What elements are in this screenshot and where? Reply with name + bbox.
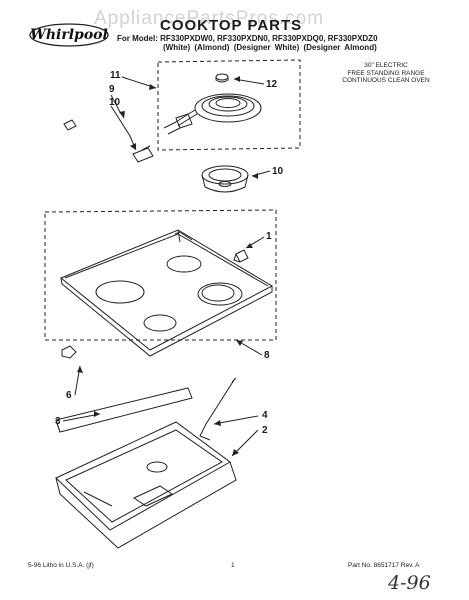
variant-designer-white: (Designer White) — [233, 43, 300, 52]
receptacle-clip — [63, 119, 77, 131]
surface-element — [175, 93, 262, 127]
drip-bowl — [201, 165, 249, 193]
model-list: For Model: RF330PXDW0, RF330PXDN0, RF330… — [117, 34, 378, 43]
watermark-text: AppliancePartsPros.com — [94, 8, 325, 29]
callout-7: 8 — [264, 350, 270, 361]
callout-4: 4 — [262, 410, 268, 421]
brand-logo: Whirlpool — [28, 20, 110, 48]
callout-3: 3 — [55, 416, 61, 427]
callout-6: 6 — [66, 390, 72, 401]
variant-almond: (Almond) — [194, 43, 230, 52]
element-group-box — [157, 59, 301, 151]
handwritten-date: 4-96 — [388, 572, 431, 594]
receptacle — [132, 145, 154, 163]
support-rod — [199, 377, 237, 441]
model-variants: (White) (Almond) (Designer White) (Desig… — [163, 43, 377, 52]
variant-designer-almond: (Designer Almond) — [303, 43, 377, 52]
desc-line-3: CONTINUOUS CLEAN OVEN — [342, 77, 430, 84]
callout-12: 12 — [266, 79, 278, 90]
callout-10: 10 — [272, 166, 284, 177]
desc-line-2: FREE STANDING RANGE — [347, 69, 425, 77]
support-bracket — [61, 345, 77, 359]
callout-2: 2 — [262, 425, 268, 436]
front-panel — [55, 387, 193, 433]
callout-1: 1 — [266, 231, 272, 242]
desc-line-1: 30" ELECTRIC — [364, 62, 408, 69]
footer-page-number: 1 — [231, 562, 235, 569]
cooktop-group-box — [44, 209, 277, 341]
callout-11: 11 — [110, 70, 121, 81]
cooktop-panel — [60, 229, 274, 357]
callout-9: 10 — [109, 97, 121, 108]
callout-8: 9 — [109, 84, 115, 95]
variant-white: (White) — [163, 43, 191, 52]
burner-box — [55, 421, 237, 549]
page-title: COOKTOP PARTS — [160, 17, 303, 34]
cooktop-hinge — [233, 249, 249, 263]
range-description: 30" ELECTRIC FREE STANDING RANGE CONTINU… — [336, 62, 436, 85]
element-cap — [215, 73, 229, 83]
leader-arrowheads — [77, 76, 258, 456]
footer-print-info: 5-96 Litho in U.S.A. (jf) — [28, 562, 94, 569]
footer-part-number: Part No. 8651717 Rev. A — [348, 562, 420, 569]
logo-text: Whirlpool — [30, 27, 108, 43]
terminal-block — [163, 113, 193, 135]
